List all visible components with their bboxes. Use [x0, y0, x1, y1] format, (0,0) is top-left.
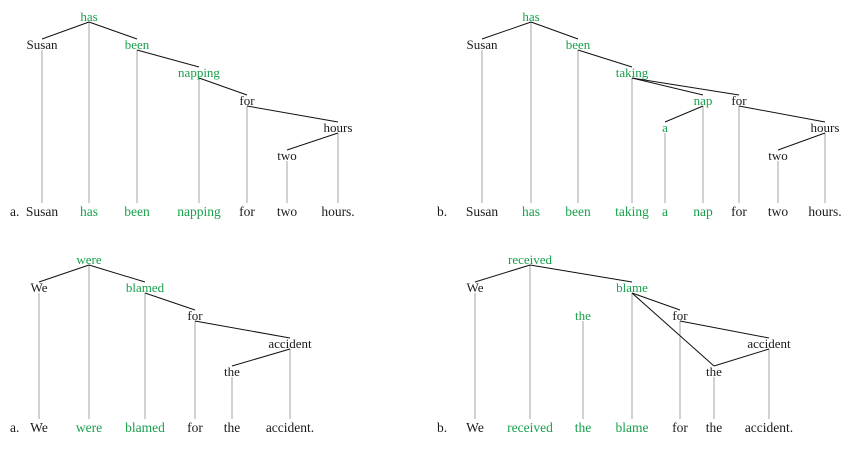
tree-letter-label-tree-a-were-blamed: a.: [10, 420, 20, 435]
dependency-edge-tree-b-taking-a-nap-taking-nap: [631, 77, 704, 96]
sentence-word-tree-b-received-the-blame-1: received: [507, 420, 553, 435]
sentence-word-tree-a-were-blamed-3: for: [187, 420, 203, 435]
sentence-word-tree-a-napping-4: for: [239, 204, 255, 219]
sentence-word-tree-a-napping-6: hours.: [321, 204, 355, 219]
tree-node-tree-a-were-blamed-the: the: [224, 364, 240, 379]
tree-node-tree-b-taking-a-nap-a: a: [662, 120, 668, 135]
tree-node-tree-a-napping-been: been: [124, 37, 150, 52]
tree-node-tree-b-taking-a-nap-taking: taking: [615, 65, 649, 80]
dependency-edge-tree-b-received-the-blame-blame-the: [631, 292, 715, 367]
tree-node-tree-b-received-the-blame-for: for: [672, 308, 688, 323]
tree-node-tree-a-napping-napping: napping: [178, 65, 220, 80]
sentence-word-tree-a-were-blamed-2: blamed: [125, 420, 165, 435]
sentence-word-tree-b-taking-a-nap-4: a: [662, 204, 668, 219]
dependency-edge-tree-a-were-blamed-accident-the: [231, 348, 291, 367]
sentence-word-tree-b-received-the-blame-6: accident.: [744, 420, 794, 435]
tree-node-tree-b-received-the-blame-the: the: [575, 308, 591, 323]
sentence-word-tree-b-received-the-blame-5: the: [705, 420, 723, 435]
sentence-word-tree-a-were-blamed-5: accident.: [265, 420, 315, 435]
tree-node-tree-b-taking-a-nap-Susan: Susan: [466, 37, 498, 52]
sentence-word-tree-b-received-the-blame-3: blame: [615, 420, 649, 435]
sentence-word-tree-a-napping-1: has: [80, 204, 98, 219]
tree-letter-label-tree-b-taking-a-nap: b.: [437, 204, 448, 219]
tree-node-tree-b-taking-a-nap-nap: nap: [693, 93, 713, 108]
dependency-edge-tree-b-taking-a-nap-taking-for: [631, 77, 740, 96]
tree-node-tree-b-received-the-blame-accident: accident: [747, 336, 791, 351]
tree-node-tree-a-were-blamed-blamed: blamed: [125, 280, 165, 295]
tree-letter-label-tree-b-received-the-blame: b.: [437, 420, 448, 435]
sentence-word-tree-a-napping-3: napping: [177, 204, 221, 219]
tree-node-tree-a-napping-has: has: [80, 9, 98, 24]
sentence-word-tree-b-taking-a-nap-2: been: [565, 204, 591, 219]
tree-node-tree-b-taking-a-nap-has: has: [522, 9, 540, 24]
tree-node-tree-b-received-the-blame-blame: blame: [616, 280, 648, 295]
tree-node-tree-a-were-blamed-for: for: [187, 308, 203, 323]
sentence-word-tree-b-taking-a-nap-5: nap: [693, 204, 713, 219]
tree-node-tree-b-taking-a-nap-two: two: [768, 148, 788, 163]
tree-node-tree-a-napping-for: for: [239, 93, 255, 108]
tree-node-tree-a-were-blamed-were: were: [76, 252, 102, 267]
tree-node-tree-a-were-blamed-accident: accident: [268, 336, 312, 351]
sentence-word-tree-b-received-the-blame-0: We: [466, 420, 484, 435]
tree-node-tree-a-were-blamed-We: We: [30, 280, 48, 295]
sentence-word-tree-b-taking-a-nap-3: taking: [615, 204, 649, 219]
sentence-word-tree-a-napping-0: Susan: [25, 204, 59, 219]
tree-node-tree-b-received-the-blame-received: received: [507, 252, 553, 267]
tree-node-tree-a-napping-two: two: [277, 148, 297, 163]
sentence-word-tree-b-taking-a-nap-8: hours.: [808, 204, 842, 219]
tree-letter-label-tree-a-napping: a.: [10, 204, 20, 219]
tree-node-tree-b-taking-a-nap-for: for: [731, 93, 747, 108]
tree-node-tree-b-received-the-blame-the: the: [706, 364, 722, 379]
tree-node-tree-a-napping-Susan: Susan: [26, 37, 58, 52]
sentence-word-tree-a-were-blamed-0: We: [30, 420, 48, 435]
sentence-word-tree-b-taking-a-nap-6: for: [731, 204, 747, 219]
tree-node-tree-a-napping-hours: hours: [323, 120, 353, 135]
tree-node-tree-b-received-the-blame-We: We: [466, 280, 484, 295]
sentence-word-tree-a-napping-5: two: [276, 204, 298, 219]
sentence-word-tree-b-taking-a-nap-0: Susan: [465, 204, 499, 219]
sentence-word-tree-b-taking-a-nap-7: two: [767, 204, 789, 219]
dependency-edge-tree-b-received-the-blame-accident-the: [713, 348, 770, 367]
tree-node-tree-b-taking-a-nap-hours: hours: [810, 120, 840, 135]
sentence-word-tree-a-were-blamed-1: were: [75, 420, 103, 435]
dependency-edge-tree-b-taking-a-nap-nap-a: [664, 105, 704, 123]
sentence-word-tree-b-taking-a-nap-1: has: [522, 204, 540, 219]
sentence-word-tree-b-received-the-blame-2: the: [574, 420, 592, 435]
sentence-word-tree-a-were-blamed-4: the: [223, 420, 241, 435]
sentence-word-tree-b-received-the-blame-4: for: [672, 420, 688, 435]
sentence-word-tree-a-napping-2: been: [124, 204, 150, 219]
tree-node-tree-b-taking-a-nap-been: been: [565, 37, 591, 52]
